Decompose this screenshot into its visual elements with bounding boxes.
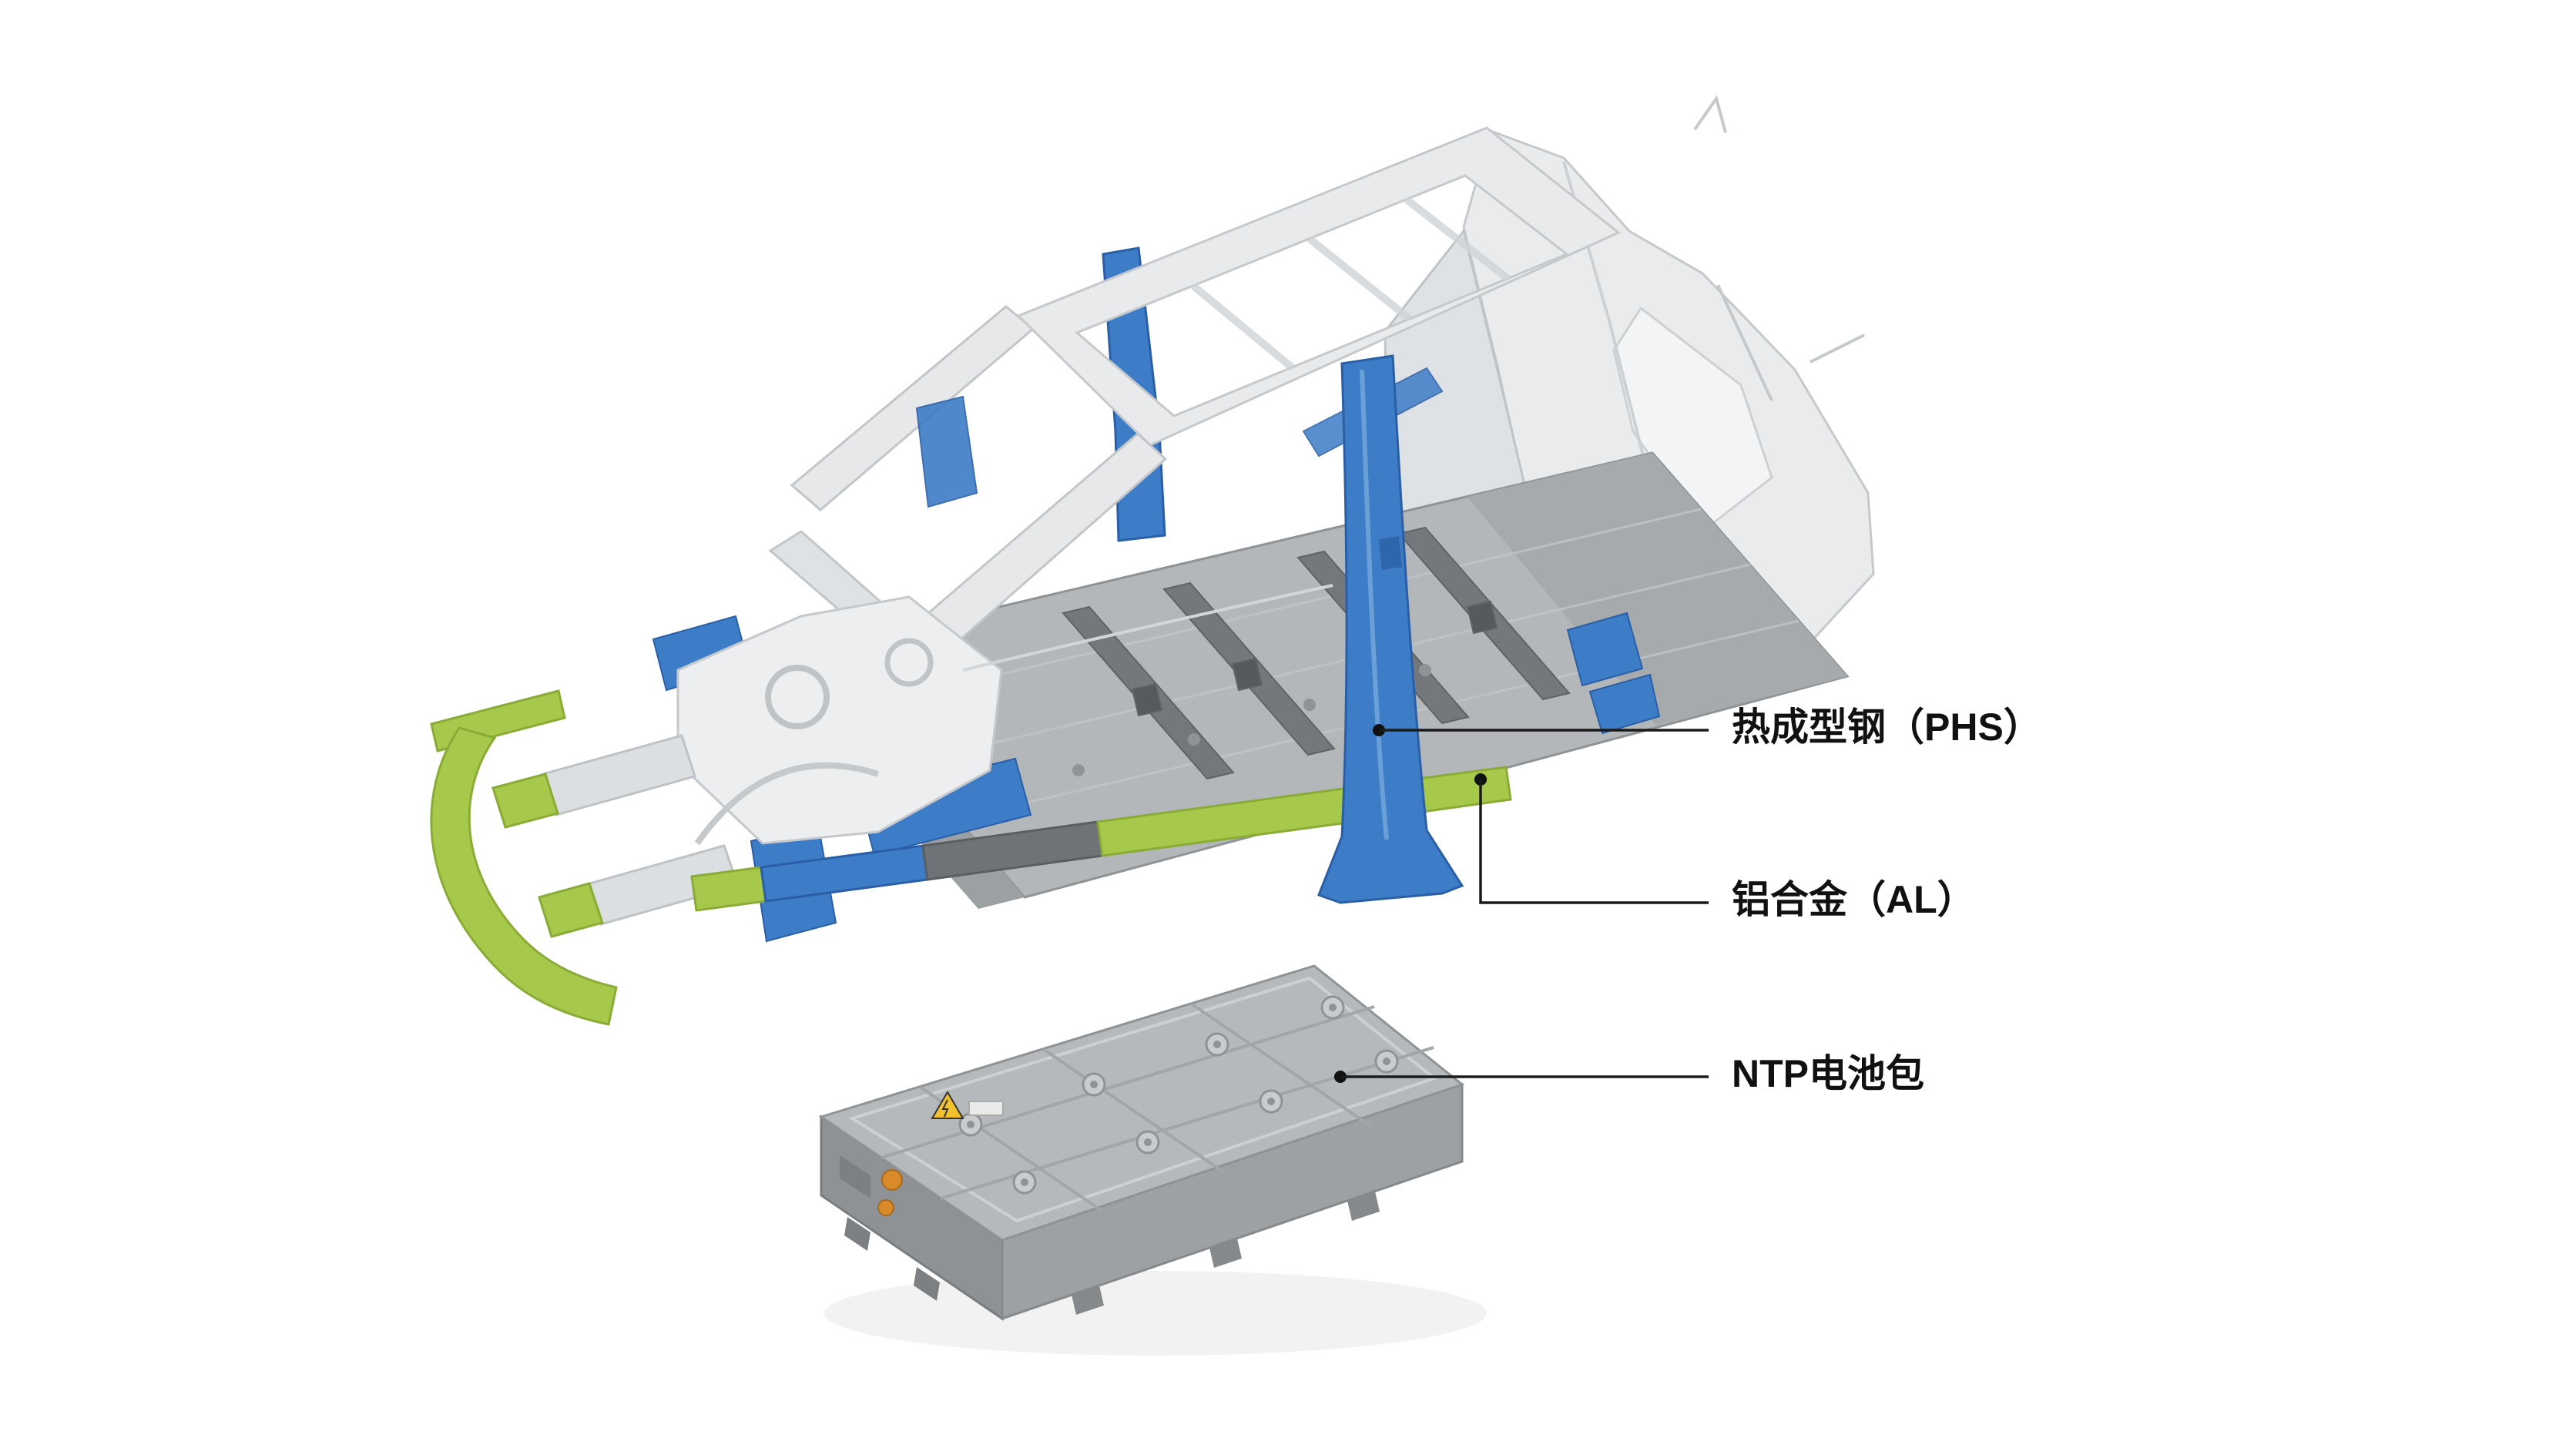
leader-line-al [1479, 779, 1709, 904]
left-face-bracket [840, 1155, 870, 1198]
annotation-al: 铝合金（AL） [1474, 773, 1976, 921]
car-body-shell [430, 95, 1875, 1026]
warning-icon [931, 1091, 1004, 1119]
near-sill [690, 766, 1512, 912]
front-wheel-arch [694, 762, 880, 846]
near-b-pillar-hot-formed-steel [1317, 354, 1464, 904]
strut-ring [765, 665, 830, 729]
rear-frame-line [1693, 95, 1865, 401]
far-a-pillar [790, 305, 1035, 511]
annotation-label-al: 铝合金（AL） [1732, 878, 1976, 921]
hv-connector-orange-2 [877, 1199, 894, 1216]
battery-pack [818, 964, 1487, 1356]
annotation-label-phs: 热成型钢（PHS） [1732, 706, 2042, 749]
front-bumper-beam-aluminum [430, 689, 618, 1026]
door-aperture-line [962, 584, 1333, 672]
annotation-ntp: NTP电池包 [1334, 1052, 1924, 1095]
roof-bows [1190, 196, 1511, 370]
battery-top-inset-line [848, 976, 1438, 1223]
far-hinge-pillar-blue [915, 395, 978, 508]
battery-mounting-tabs [844, 1192, 1380, 1315]
rear-floor [1467, 453, 1847, 726]
floor-rib-2 [910, 563, 1751, 764]
battery-connectors [840, 1155, 903, 1216]
battery-bolts [958, 995, 1399, 1195]
annotation-label-ntp: NTP电池包 [1732, 1052, 1924, 1095]
strut-ring-2 [884, 638, 934, 687]
annotation-phs: 热成型钢（PHS） [1373, 706, 2042, 749]
hv-connector-orange [881, 1169, 903, 1191]
floor-bolts [1072, 664, 1431, 776]
roof-frame [1016, 126, 1621, 447]
